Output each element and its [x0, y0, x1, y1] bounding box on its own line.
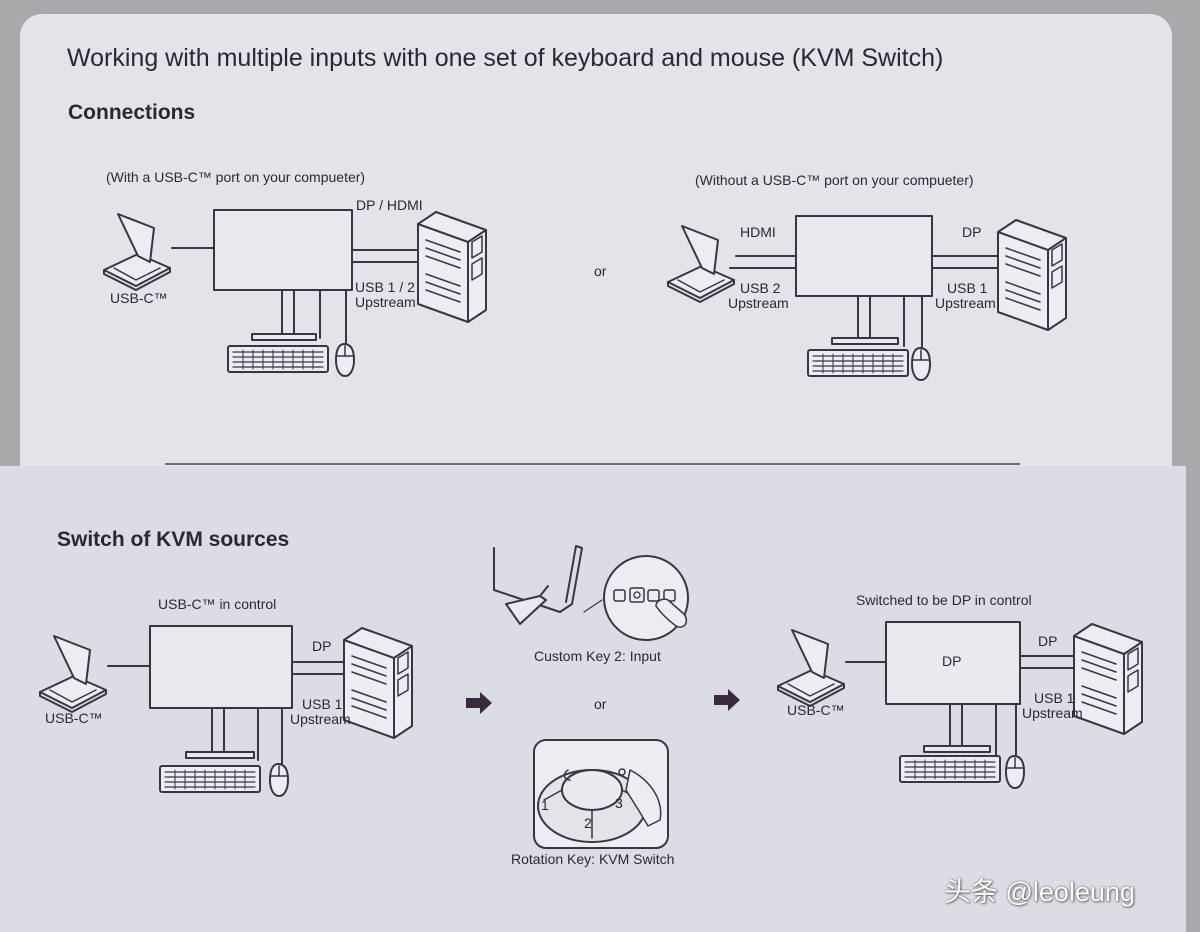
- dp-label: DP: [1038, 633, 1058, 649]
- usb1-line1: USB 1: [1034, 690, 1075, 706]
- dp-label: DP: [962, 224, 982, 240]
- laptop-icon: [667, 225, 735, 303]
- or-label: or: [594, 696, 607, 712]
- usb1-line2: Upstream: [290, 711, 351, 727]
- monitor-icon: [795, 215, 933, 297]
- custom-key-caption: Custom Key 2: Input: [534, 648, 661, 664]
- tower-pc-icon: [1073, 623, 1143, 735]
- page-title: Working with multiple inputs with one se…: [67, 44, 944, 72]
- hand-icon: [625, 769, 662, 827]
- usb2-line1: USB 2: [740, 280, 781, 296]
- switch-left-diagram: [39, 625, 413, 797]
- laptop-icon: [39, 635, 107, 713]
- usb1-line1: USB 1: [947, 280, 988, 296]
- fold-line: [165, 463, 1020, 465]
- usb2-line2: Upstream: [728, 295, 789, 311]
- switch-right-diagram: [777, 621, 1143, 789]
- dp-label: DP: [312, 638, 332, 654]
- tower-pc-icon: [997, 219, 1067, 331]
- dial-number-3: 3: [615, 795, 623, 811]
- rotation-dial-illustration: [533, 739, 669, 849]
- arrow-icon: [466, 692, 492, 714]
- or-label: or: [594, 263, 607, 279]
- dp-hdmi-label: DP / HDMI: [356, 197, 423, 213]
- usb-c-label: USB-C™: [787, 702, 845, 718]
- usb-c-in-control-caption: USB-C™ in control: [158, 596, 277, 612]
- monitor-icon: [213, 209, 353, 291]
- connections-right-diagram: [667, 215, 1067, 381]
- mouse-icon: [269, 763, 289, 797]
- mouse-icon: [911, 347, 931, 381]
- keyboard-icon: [159, 765, 261, 793]
- tower-pc-icon: [417, 211, 487, 323]
- dial-number-2: 2: [584, 815, 592, 831]
- keyboard-icon: [899, 755, 1001, 783]
- keyboard-icon: [227, 345, 329, 373]
- connections-left-caption: (With a USB-C™ port on your compueter): [106, 169, 366, 185]
- arrow-icon: [714, 689, 740, 711]
- monitor-screen-label: DP: [942, 653, 962, 669]
- hdmi-label: HDMI: [740, 224, 776, 240]
- usb-c-label: USB-C™: [110, 290, 168, 306]
- mouse-icon: [1005, 755, 1025, 789]
- usb1-line1: USB 1: [302, 696, 343, 712]
- usb-upstream-line2: Upstream: [355, 294, 416, 310]
- rotation-key-caption: Rotation Key: KVM Switch: [511, 851, 675, 867]
- usb1-line2: Upstream: [1022, 705, 1083, 721]
- monitor-icon: [885, 621, 1021, 705]
- keyboard-icon: [807, 349, 909, 377]
- usb-c-label: USB-C™: [45, 710, 103, 726]
- laptop-icon: [777, 629, 845, 707]
- usb-upstream-line1: USB 1 / 2: [355, 279, 415, 295]
- dial-number-1: 1: [541, 797, 549, 813]
- switch-heading: Switch of KVM sources: [57, 528, 290, 551]
- monitor-icon: [149, 625, 293, 709]
- watermark: 头条 @leoleung: [944, 877, 1136, 907]
- laptop-icon: [103, 213, 171, 291]
- connections-right-caption: (Without a USB-C™ port on your compueter…: [695, 172, 974, 188]
- switched-to-dp-caption: Switched to be DP in control: [856, 592, 1032, 608]
- usb1-line2: Upstream: [935, 295, 996, 311]
- custom-key-illustration: [493, 545, 689, 641]
- mouse-icon: [335, 343, 355, 377]
- tower-pc-icon: [343, 627, 413, 739]
- connections-heading: Connections: [68, 101, 196, 124]
- finger-icon: [655, 598, 688, 628]
- connections-left-diagram: [103, 209, 487, 377]
